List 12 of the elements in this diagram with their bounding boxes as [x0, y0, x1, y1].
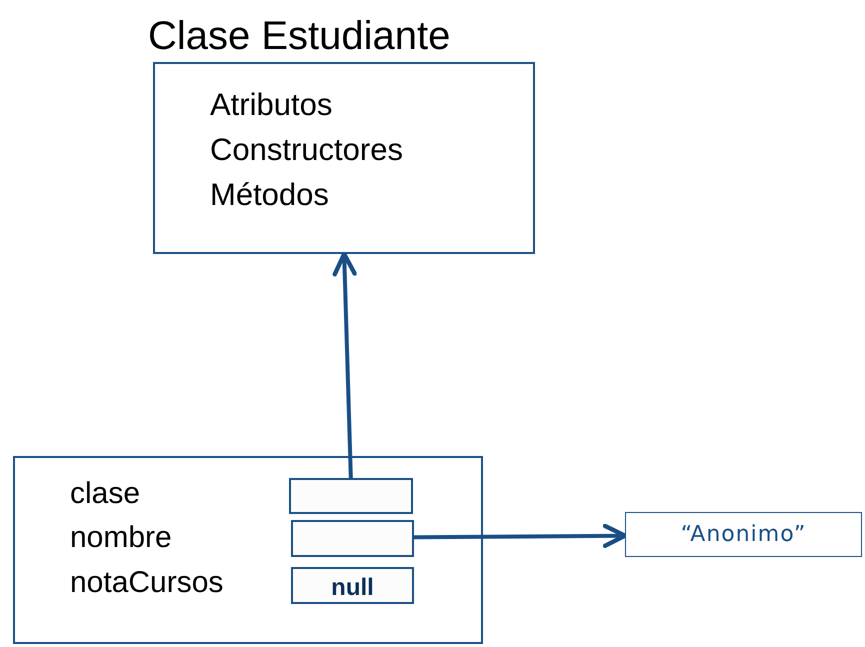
arrow [414, 524, 628, 548]
field-name: notaCursos [70, 566, 224, 600]
field-slot [289, 478, 413, 514]
class-title: Clase Estudiante [148, 14, 450, 59]
string-box: “Anonimo” [625, 512, 862, 557]
field-slot [291, 520, 414, 557]
field-name: nombre [70, 521, 172, 555]
member-list: Atributos Constructores Métodos [210, 82, 403, 217]
arrow [332, 252, 357, 478]
field-slot: null [291, 567, 414, 604]
object-box [13, 456, 483, 644]
field-name: clase [70, 477, 140, 511]
